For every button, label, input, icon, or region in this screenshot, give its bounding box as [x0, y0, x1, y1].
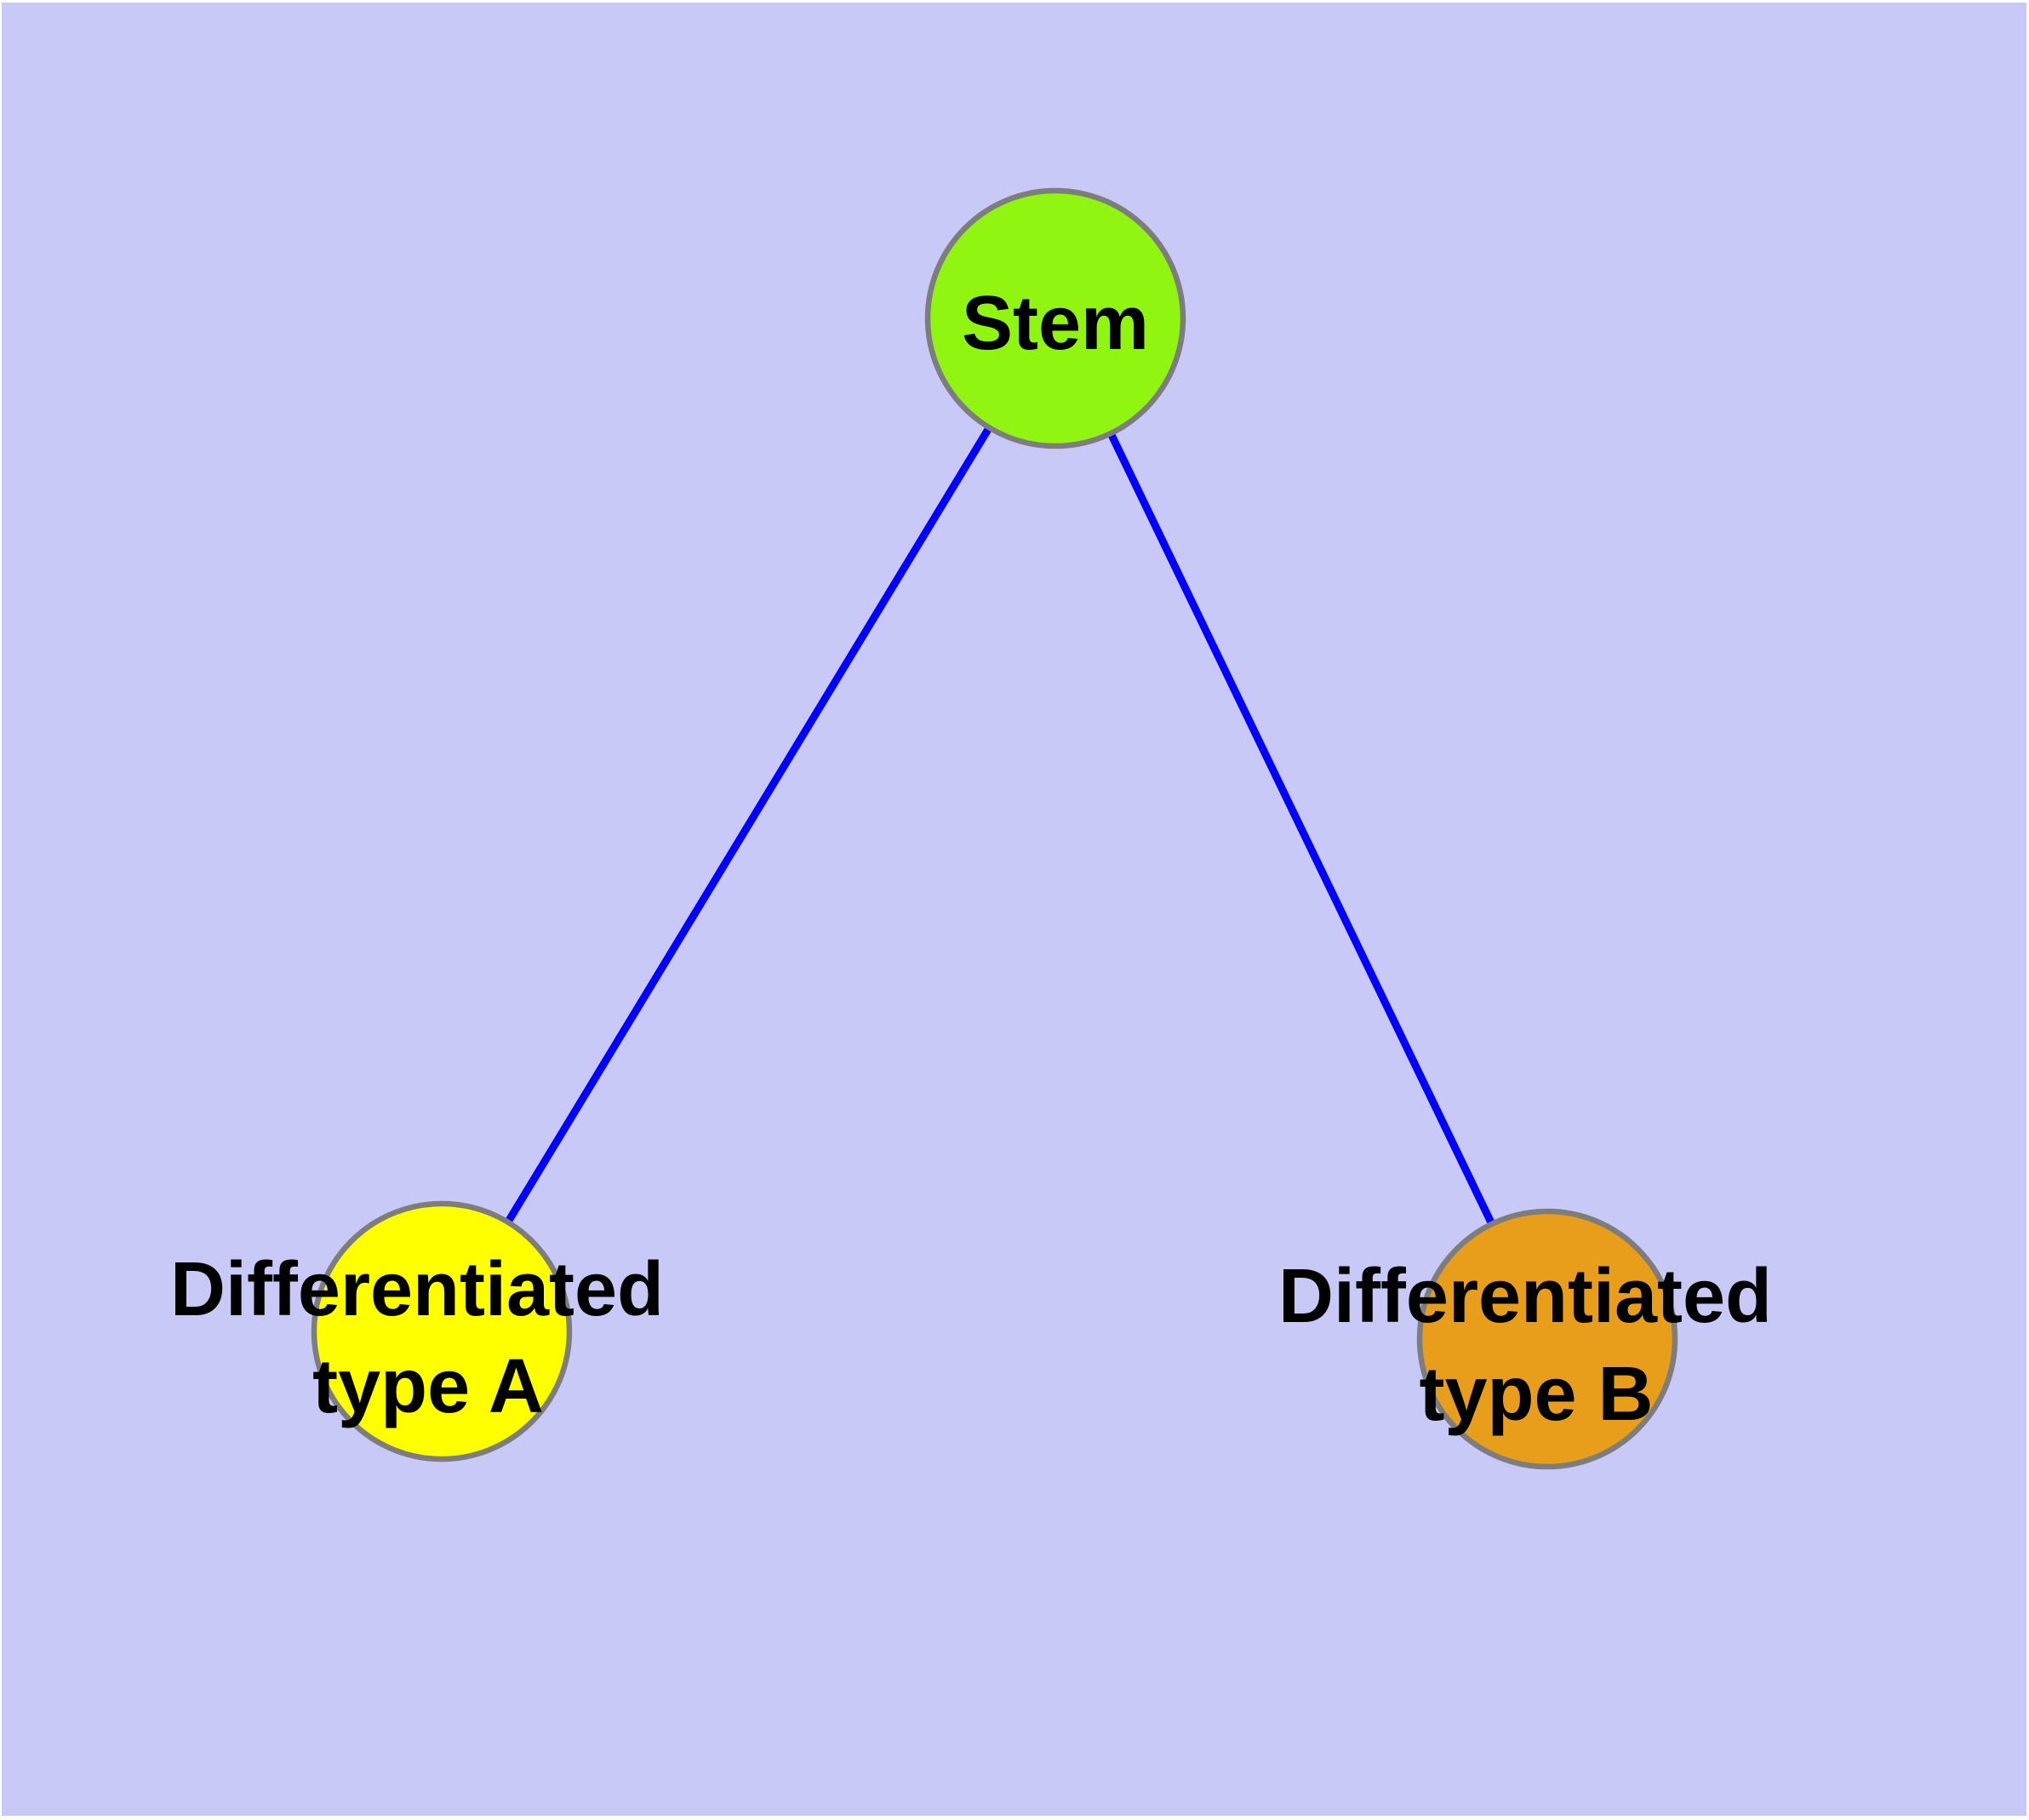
edge-stem-to-type-a: [438, 316, 1059, 1334]
type-a-node-label-line-1: Differentiated: [170, 1247, 664, 1332]
stem-node: [924, 187, 1186, 449]
edge-stem-to-type-b: [1051, 317, 1552, 1341]
type-b-node-label-line-2: type B: [1419, 1352, 1653, 1437]
type-a-node-label-line-2: type A: [312, 1344, 544, 1429]
differentiated-type-a-node: [311, 1200, 573, 1462]
type-b-node-label-line-1: Differentiated: [1278, 1254, 1772, 1339]
stem-node-label: Stem: [962, 281, 1149, 366]
differentiated-type-b-node: [1416, 1208, 1678, 1470]
